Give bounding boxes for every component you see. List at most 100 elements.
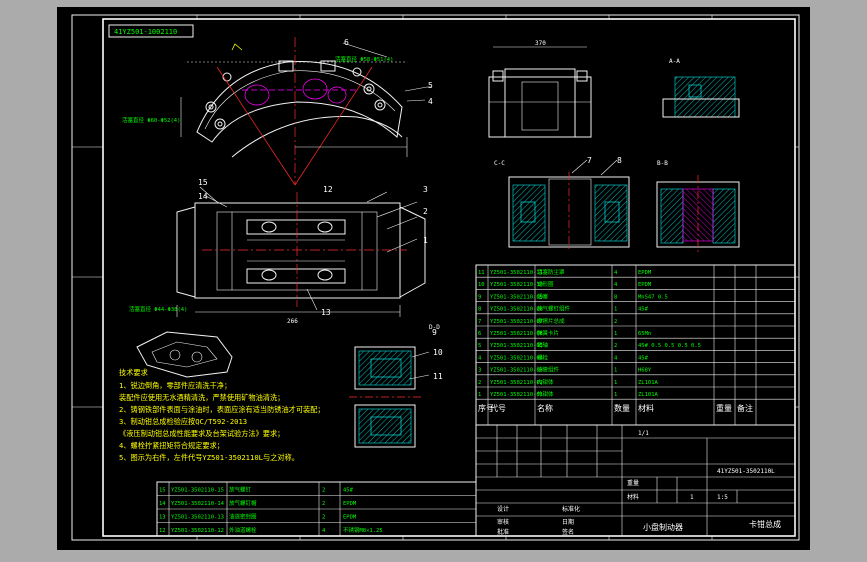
zone-ticks <box>72 15 799 540</box>
lower-cell-r1-c4: EPDM <box>343 501 357 507</box>
title-block: 1/1 41YZ501-3502110L 1:5 1 小盘制动器 卡钳总成 设计… <box>475 424 796 537</box>
notes-line-1: 1、锐边倒角，零部件应清洗干净； <box>119 381 231 390</box>
balloon-7: 7 <box>587 156 592 165</box>
parts-cell-r9-c4: ZL101A <box>638 380 659 386</box>
section-c-c: C-C <box>494 160 630 252</box>
balloon-9: 9 <box>432 328 437 337</box>
code-box <box>108 24 194 38</box>
parts-cell-r6-c2: 销轴 <box>537 341 549 349</box>
notes-line-4: 3、制动钳总成检验应按QC/T592-2013 <box>119 417 247 426</box>
dim-overall-width: 370 <box>535 40 546 47</box>
lower-cell-r3-c3: 4 <box>322 528 326 534</box>
lower-cell-r0-c2: 放气螺钉 <box>229 486 252 494</box>
lower-cell-r0-c3: 2 <box>322 488 325 494</box>
parts-cell-r8-c1: YZ501-3502110-03 <box>490 368 543 374</box>
balloon-10: 10 <box>433 348 443 357</box>
lower-cell-r1-c0: 14 <box>159 501 166 507</box>
parts-cell-r8-c0: 3 <box>478 368 481 374</box>
balloon-4: 4 <box>428 97 433 106</box>
notes-line-6: 4、螺栓拧紧扭矩符合规定要求； <box>119 441 224 450</box>
parts-cell-r3-c2: 放气螺钉组件 <box>537 305 571 313</box>
balloon-11: 11 <box>433 372 443 381</box>
parts-header-3: 数量 <box>614 403 630 413</box>
parts-cell-r0-c2: 活塞防尘罩 <box>537 268 565 276</box>
parts-cell-r2-c3: 8 <box>614 294 617 300</box>
parts-cell-r10-c1: YZ501-3502110-01 <box>490 392 543 398</box>
parts-cell-r7-c2: 螺栓 <box>537 353 549 361</box>
tb-designer: 设计 <box>497 505 509 513</box>
isometric-thumbnail <box>136 331 233 378</box>
caliper-arc-view <box>180 37 408 186</box>
balloon-13: 13 <box>321 308 331 317</box>
parts-cell-r7-c4: 45# <box>638 355 649 361</box>
balloon-6: 6 <box>344 38 349 47</box>
parts-cell-r5-c3: 1 <box>614 331 617 337</box>
parts-header-4: 材料 <box>638 403 654 413</box>
lower-cell-r1-c1: YZ501-3502110-14 <box>171 501 225 507</box>
lower-cell-r2-c2: 油道密封圈 <box>229 513 257 521</box>
section-b-b: B-B <box>656 160 740 255</box>
balloon-14: 14 <box>198 192 208 201</box>
parts-cell-r2-c0: 9 <box>478 294 481 300</box>
tb-material: 材料 <box>627 493 639 501</box>
parts-cell-r9-c2: 内钳体 <box>537 378 554 386</box>
parts-cell-r9-c3: 1 <box>614 380 617 386</box>
parts-cell-r6-c1: YZ501-3502110-05 <box>490 343 543 349</box>
parts-header-6: 备注 <box>737 403 753 413</box>
notes-line-2: 装配件应使用无水酒精清洗，严禁使用矿物油清洗； <box>119 393 284 402</box>
lower-cell-r0-c4: 45# <box>343 488 354 494</box>
parts-cell-r10-c4: ZL101A <box>638 392 659 398</box>
parts-cell-r3-c0: 8 <box>478 307 481 313</box>
balloon-2: 2 <box>423 207 428 216</box>
balloon-8: 8 <box>617 156 622 165</box>
parts-cell-r6-c4: 45# 0.5 0.5 0.5 0.5 <box>638 343 701 349</box>
lower-cell-r2-c0: 13 <box>159 515 166 521</box>
balloon-leaders <box>199 42 618 380</box>
parts-cell-r1-c3: 4 <box>614 282 618 288</box>
tb-date: 日期 <box>562 518 574 526</box>
parts-cell-r8-c2: 油管组件 <box>537 366 560 374</box>
tb-scale: 1:5 <box>717 494 728 501</box>
parts-cell-r10-c0: 1 <box>478 392 481 398</box>
balloon-15: 15 <box>198 178 208 187</box>
lower-cell-r0-c1: YZ501-3502110-15 <box>171 488 224 494</box>
parts-header-2: 名称 <box>537 403 553 413</box>
parts-cell-r5-c1: YZ501-3502110-06 <box>490 331 543 337</box>
parts-cell-r1-c4: EPDM <box>638 282 652 288</box>
tb-mass: 重量 <box>627 479 639 487</box>
code-box-text: 41YZ501-1002110 <box>114 28 177 36</box>
lower-cell-r1-c2: 放气螺钉帽 <box>229 499 257 507</box>
lower-cell-r3-c4: 不锈钢M8×1.25 <box>343 526 383 534</box>
parts-cell-r0-c4: EPDM <box>638 270 652 276</box>
lower-cell-r0-c0: 15 <box>159 488 166 494</box>
parts-cell-r9-c1: YZ501-3502110-02 <box>490 380 543 386</box>
cad-viewport[interactable]: 41YZ501-1002110 活塞直径 Φ58-Φ51(4) 活塞直径 Φ60… <box>57 7 810 550</box>
callout-piston-left: 活塞直径 Φ60-Φ52(4) <box>122 116 180 124</box>
parts-cell-r5-c0: 6 <box>478 331 481 337</box>
parts-cell-r6-c0: 5 <box>478 343 481 349</box>
notes-line-5: 《液压制动钳总成性能要求及台架试验方法》要求； <box>119 429 284 438</box>
parts-cell-r0-c3: 4 <box>614 270 618 276</box>
parts-cell-r0-c0: 11 <box>478 270 485 276</box>
caliper-top-view: 370 <box>488 40 592 138</box>
balloon-12: 12 <box>323 185 333 194</box>
balloon-5: 5 <box>428 81 433 90</box>
parts-cell-r8-c3: 1 <box>614 368 617 374</box>
parts-cell-r4-c0: 7 <box>478 319 481 325</box>
parts-cell-r3-c3: 1 <box>614 307 617 313</box>
parts-cell-r1-c1: YZ501-3502110-10 <box>490 282 543 288</box>
parts-cell-r4-c3: 2 <box>614 319 617 325</box>
parts-header-0: 序号 <box>478 403 494 413</box>
parts-cell-r7-c3: 4 <box>614 355 618 361</box>
svg-text:A-A: A-A <box>669 58 680 65</box>
parts-cell-r2-c2: 活塞 <box>537 292 549 300</box>
parts-cell-r5-c4: 65Mn <box>638 331 651 337</box>
tb-drawing-number: 41YZ501-3502110L <box>717 468 775 475</box>
lower-cell-r2-c1: YZ501-3502110-13 <box>171 515 224 521</box>
tb-approver: 批准 <box>497 528 509 536</box>
tb-sheet: 1/1 <box>638 430 649 437</box>
parts-cell-r4-c2: 摩擦片总成 <box>537 317 565 325</box>
parts-cell-r7-c1: YZ501-3502110-04 <box>490 355 544 361</box>
tb-standard: 标准化 <box>562 505 580 513</box>
notes-line-3: 2、铸钢铁部件表面与涂油时，表面应涂有适当防锈油才可装配； <box>119 405 325 414</box>
